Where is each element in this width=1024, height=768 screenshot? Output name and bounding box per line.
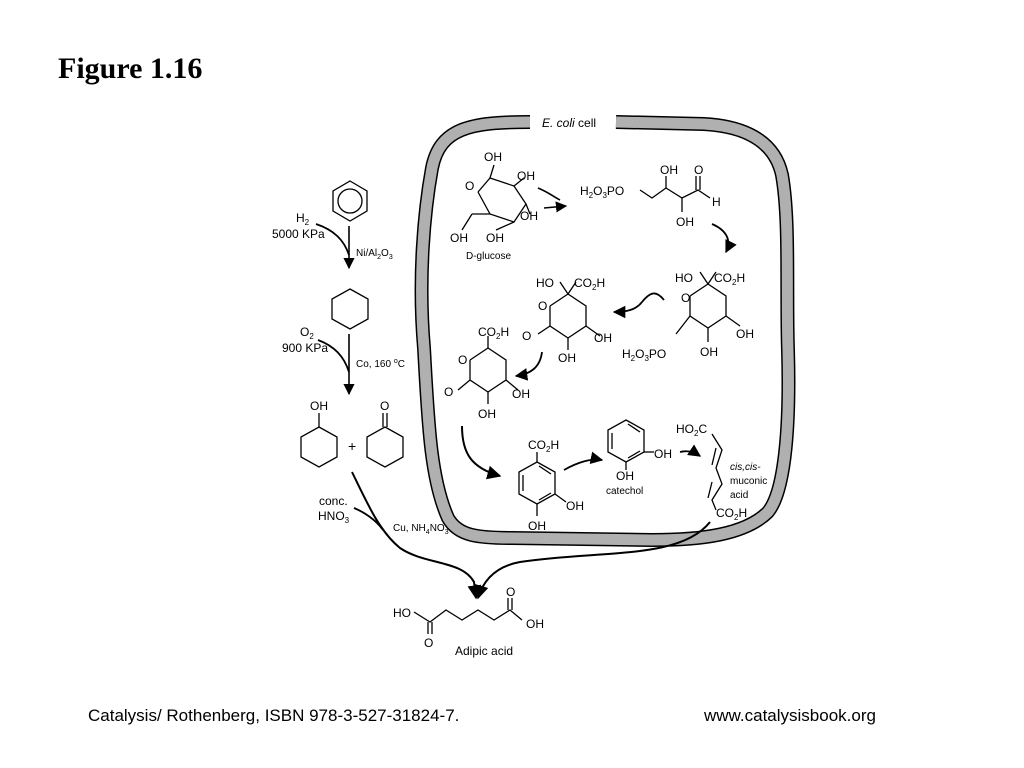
erythrose-o: O xyxy=(694,163,703,177)
dahp-oh-2: OH xyxy=(700,345,718,359)
muconic-ho2c: HO2C xyxy=(676,422,707,438)
dehydro-lactone-structure xyxy=(457,336,519,404)
adipic-ho: HO xyxy=(393,606,411,620)
arrow-o2-feed xyxy=(317,339,350,373)
dehydro-carbonyl-o: O xyxy=(444,385,453,399)
glucose-label: D-glucose xyxy=(466,251,511,262)
reagent-h2: H2 xyxy=(296,211,310,227)
adipic-acid-label: Adipic acid xyxy=(455,644,513,658)
erythrose-oh-2: OH xyxy=(676,215,694,229)
ecoli-cell-membrane xyxy=(414,115,796,548)
erythrose-oh-1: OH xyxy=(660,163,678,177)
lactone-oh-1: OH xyxy=(594,331,612,345)
arrow-hno3-feed xyxy=(353,507,384,531)
plus-sign: + xyxy=(348,438,356,454)
adipic-oh: OH xyxy=(526,617,544,631)
arrow-to-lactone xyxy=(612,292,665,319)
reagent-o2-pressure: 900 KPa xyxy=(282,341,328,355)
dehydro-co2h: CO2H xyxy=(478,325,509,341)
adipic-o-2: O xyxy=(506,585,515,599)
catechol-structure xyxy=(607,419,654,470)
lactone-ho: HO xyxy=(536,276,554,290)
dehydro-o-ring: O xyxy=(458,353,467,367)
catalyst-co: Co, 160 oC xyxy=(356,358,405,370)
lactone-structure xyxy=(537,281,601,350)
svg-text:O: O xyxy=(380,399,389,413)
glucose-oh-5: OH xyxy=(450,231,468,245)
reagent-conc: conc. xyxy=(319,494,348,508)
dahp-ho: HO xyxy=(675,271,693,285)
page-title: Figure 1.16 xyxy=(58,52,203,85)
catechol-oh-2: OH xyxy=(616,469,634,483)
muconic-label-line1: cis,cis- xyxy=(730,462,761,473)
lactone-carbonyl-o: O xyxy=(522,329,531,343)
reaction-scheme: E. coli cell H2 5000 KPa Ni/Al2O3 O2 900… xyxy=(272,115,796,658)
lactone-oh-2: OH xyxy=(558,351,576,365)
svg-text:OH: OH xyxy=(310,399,328,413)
erythrose-phosphate-group: H2O3PO xyxy=(580,184,624,200)
arrow-hydrogenation-to-adipic xyxy=(474,521,711,600)
arrow-to-muconic xyxy=(679,444,702,457)
dahp-co2h: CO2H xyxy=(714,271,745,287)
glucose-oh-4: OH xyxy=(486,231,504,245)
catechol-label: catechol xyxy=(606,486,643,497)
dhb-co2h: CO2H xyxy=(528,438,559,454)
muconic-acid-structure xyxy=(707,433,723,511)
erythrose-h: H xyxy=(712,195,721,209)
reagent-hno3: HNO3 xyxy=(318,509,350,525)
dhb-oh-2: OH xyxy=(528,519,546,533)
dhb-oh-1: OH xyxy=(566,499,584,513)
adipic-o-1: O xyxy=(424,636,433,650)
benzene-structure xyxy=(332,180,368,222)
arrow-to-dehydro-lactone xyxy=(514,351,543,381)
adipic-acid-structure xyxy=(413,598,523,634)
arrow-h2-feed xyxy=(315,223,350,256)
muconic-label-line2: muconic xyxy=(730,476,767,487)
lactone-o-ring: O xyxy=(538,299,547,313)
erythrose-chain xyxy=(639,187,711,199)
cell-label: E. coli cell xyxy=(542,116,596,130)
cyclohexane-structure xyxy=(331,288,369,330)
dahp-o-ring: O xyxy=(681,291,690,305)
dahp-phosphate-group: H2O3PO xyxy=(622,347,666,363)
muconic-label-line3: acid xyxy=(730,490,748,501)
arrow-to-dhb xyxy=(461,425,502,480)
muconic-co2h: CO2H xyxy=(716,506,747,522)
dahp-oh-1: OH xyxy=(736,327,754,341)
glucose-o-ring: O xyxy=(465,179,474,193)
catalyst-cu-nh4no3: Cu, NH4NO3 xyxy=(393,523,449,536)
dehydro-oh-2: OH xyxy=(478,407,496,421)
cyclohexanol-structure: OH xyxy=(300,399,338,468)
dahp-structure xyxy=(675,271,741,342)
catalyst-ni-al2o3: Ni/Al2O3 xyxy=(356,248,393,261)
reagent-h2-pressure: 5000 KPa xyxy=(272,227,325,241)
glucose-oh-1: OH xyxy=(484,150,502,164)
reagent-o2: O2 xyxy=(300,325,314,341)
catechol-oh-1: OH xyxy=(654,447,672,461)
arrow-nitric-oxidation xyxy=(351,471,482,600)
cyclohexanone-structure: O xyxy=(366,399,404,468)
glucose-oh-2: OH xyxy=(517,169,535,183)
arrow-to-catechol xyxy=(563,451,604,471)
dihydroxybenzoic-acid-structure xyxy=(518,452,567,516)
dehydro-oh-1: OH xyxy=(512,387,530,401)
d-glucose-structure xyxy=(461,164,531,231)
glucose-oh-3: OH xyxy=(520,209,538,223)
footer-citation: Catalysis/ Rothenberg, ISBN 978-3-527-31… xyxy=(88,706,460,725)
arrow-to-dahp xyxy=(711,223,737,254)
arrow-glucose-to-phosphate xyxy=(537,187,566,208)
footer-website: www.catalysisbook.org xyxy=(704,706,876,725)
lactone-co2h: CO2H xyxy=(574,276,605,292)
